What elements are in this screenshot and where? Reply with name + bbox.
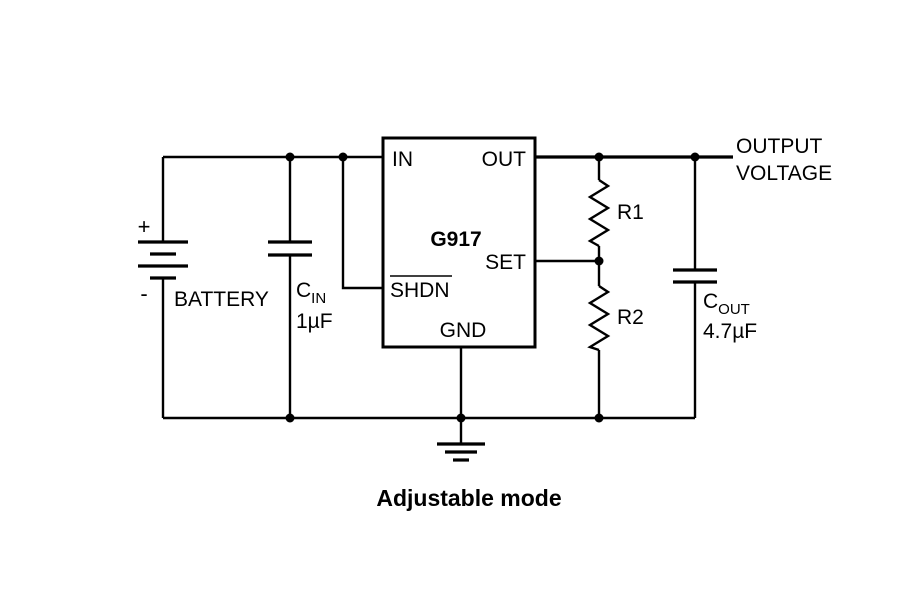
resistor-zigzag (587, 179, 611, 248)
cin-label: CIN (296, 279, 326, 307)
battery-symbol: + - BATTERY (138, 214, 269, 311)
junction-dot (594, 152, 604, 162)
pin-shdn-label: SHDN (390, 279, 450, 302)
input-capacitor: CIN 1µF (268, 240, 333, 333)
battery-minus-sign: - (140, 281, 147, 306)
chip-name: G917 (430, 228, 481, 251)
cin-letter: C (296, 279, 311, 302)
shdn-tie-wire (341, 157, 383, 290)
cout-label: COUT (703, 290, 750, 318)
junction-dot (690, 152, 700, 162)
junction-dot (594, 413, 604, 423)
diagram-caption: Adjustable mode (376, 485, 561, 511)
junction-dot (285, 413, 295, 423)
battery-plus-sign: + (138, 214, 151, 239)
cout-subscript: OUT (718, 301, 750, 318)
junction-dot (285, 152, 295, 162)
pin-in-label: IN (392, 148, 413, 171)
battery-label: BATTERY (174, 288, 269, 311)
cout-value: 4.7µF (703, 320, 757, 343)
junction-dot (594, 256, 604, 266)
chip-body (381, 136, 537, 349)
cin-subscript: IN (311, 290, 326, 307)
output-capacitor: COUT 4.7µF (673, 268, 757, 343)
junctions (285, 152, 700, 423)
resistor-r1: R1 (587, 179, 644, 248)
resistor-r2: R2 (587, 285, 644, 352)
r1-label: R1 (617, 201, 644, 224)
regulator-chip: G917 IN OUT SET SHDN GND (381, 136, 537, 349)
pin-out-label: OUT (482, 148, 527, 171)
cout-letter: C (703, 290, 718, 313)
pin-gnd-label: GND (440, 319, 487, 342)
ground-symbol (437, 442, 485, 462)
cin-value: 1µF (296, 310, 333, 333)
junction-dot (338, 152, 348, 162)
output-label-line2: VOLTAGE (736, 162, 832, 185)
junction-dot (456, 413, 466, 423)
r2-label: R2 (617, 306, 644, 329)
output-label-line1: OUTPUT (736, 135, 823, 158)
resistor-zigzag (587, 285, 611, 352)
wires (161, 155, 733, 444)
pin-set-label: SET (485, 251, 526, 274)
